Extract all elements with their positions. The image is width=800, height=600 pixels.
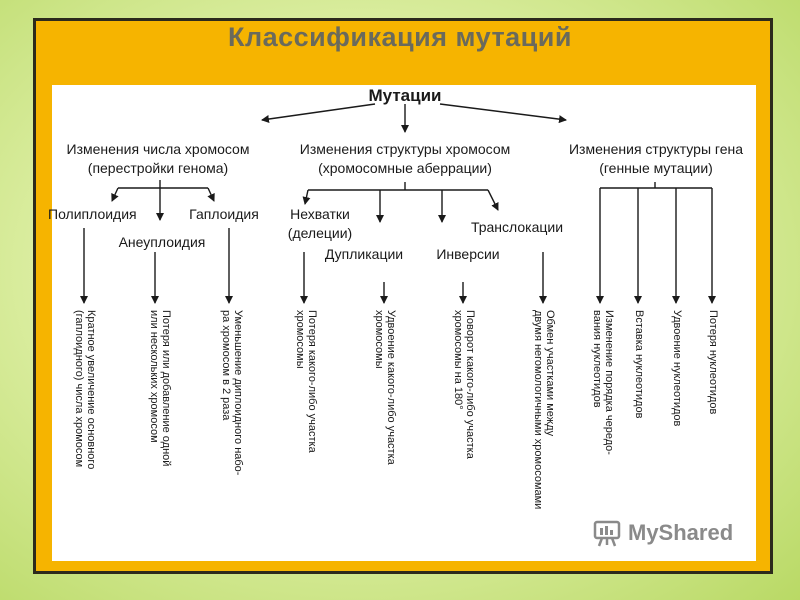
node-deletions: Нехватки (делеции): [287, 206, 353, 241]
desc-polyploidy: Кратное увеличение основного (гаплоидног…: [73, 310, 97, 470]
node-haploidy: Гаплоидия: [189, 206, 259, 222]
desc-gene-order: Изменение порядка чередо- вания нуклеоти…: [591, 310, 615, 455]
slide-title: Классификация мутаций: [228, 22, 572, 52]
arrow-root-to-number: [261, 103, 376, 123]
node-inversions: Инверсии: [436, 246, 500, 262]
desc-haploidy: Уменьшение диплоидного набо- ра хромосом…: [220, 310, 244, 476]
node-translocations: Транслокации: [470, 219, 564, 235]
branch-structure-heading: Изменения структуры хромосом (хромосомны…: [299, 141, 511, 176]
myshared-logo: MyShared: [592, 518, 733, 548]
node-polyploidy: Полиплоидия: [48, 206, 137, 222]
desc-deletions: Потеря какого-либо участка хромосомы: [294, 310, 318, 453]
desc-inversions: Поворот какого-либо участка хромосомы на…: [452, 310, 476, 459]
desc-aneuploidy: Потеря или добавление одной или нескольк…: [148, 310, 172, 467]
arrow-to-deletions: [302, 189, 311, 205]
desc-gene-insertion: Вставка нуклеотидов: [633, 310, 645, 419]
branch-number-heading: Изменения числа хромосом (перестройки ге…: [66, 141, 250, 176]
arrow-root-to-gene: [439, 103, 567, 124]
watermark-text: MyShared: [628, 520, 734, 545]
arrow-to-translocations: [487, 189, 499, 211]
branch-gene-heading: Изменения структуры гена (генные мутации…: [568, 141, 743, 176]
desc-gene-duplication: Удвоение нуклеотидов: [671, 310, 683, 427]
node-aneuploidy: Анеуплоидия: [118, 234, 206, 250]
presentation-board-icon: [593, 520, 621, 547]
node-duplications: Дупликации: [324, 246, 404, 262]
desc-gene-loss: Потеря нуклеотидов: [707, 310, 719, 415]
desc-duplications: Удвоение какого-либо участка хромосомы: [373, 310, 397, 465]
arrow-to-haploidy: [207, 187, 215, 202]
root-label: Мутации: [368, 86, 442, 105]
diagram-panel: [52, 85, 756, 561]
desc-translocations: Обмен участками между двумя негомологичн…: [532, 310, 556, 510]
arrow-to-polyploidy: [111, 187, 119, 202]
